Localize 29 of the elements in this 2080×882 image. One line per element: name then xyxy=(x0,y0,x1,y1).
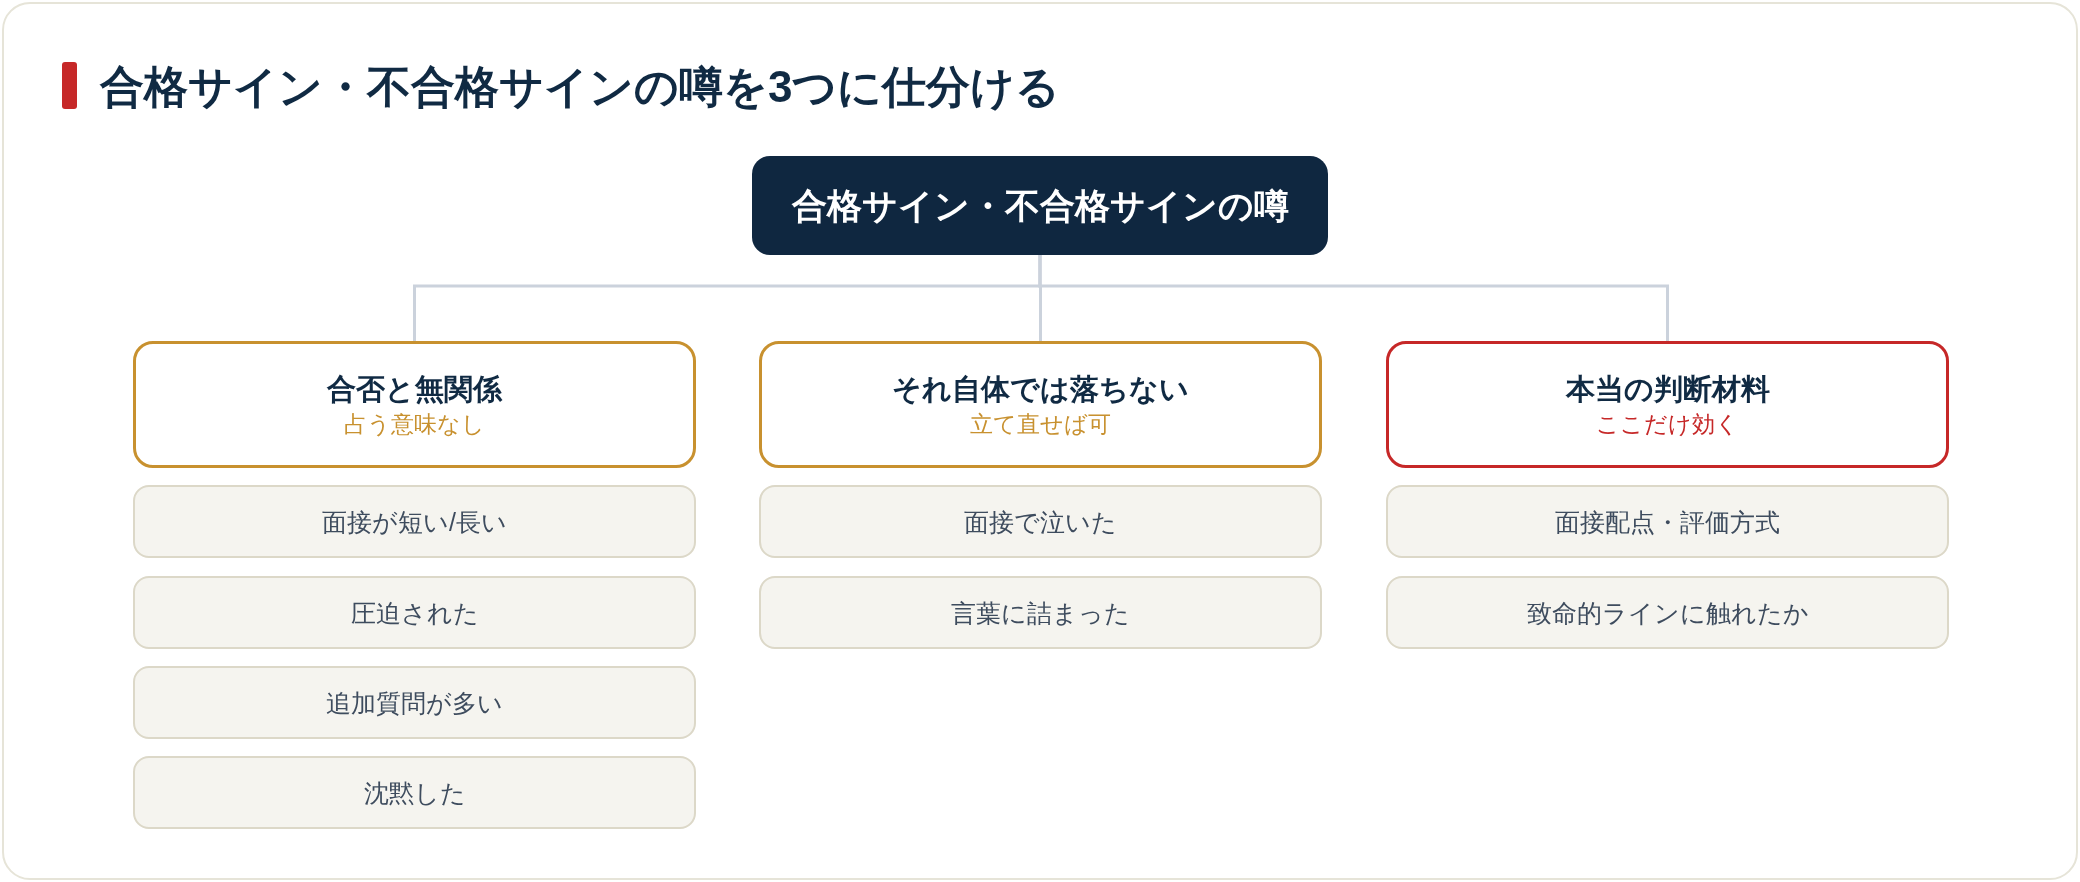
item-card xyxy=(133,756,696,829)
item-text: 沈黙した xyxy=(363,777,466,809)
item-card xyxy=(1386,576,1949,649)
diagram-title: 合格サイン・不合格サインの噂を3つに仕分ける xyxy=(100,61,1061,113)
item-text: 面接配点・評価方式 xyxy=(1555,506,1780,538)
item-text: 面接で泣いた xyxy=(964,506,1117,538)
category-subtitle: 立て直せば可 xyxy=(970,409,1111,439)
category-heading: 合否と無関係 xyxy=(327,371,502,407)
category-heading: それ自体では落ちない xyxy=(892,371,1189,407)
item-card xyxy=(1386,485,1949,558)
item-card xyxy=(133,485,696,558)
item-card xyxy=(133,576,696,649)
item-card xyxy=(759,485,1322,558)
category-box xyxy=(759,341,1322,468)
item-card xyxy=(759,576,1322,649)
item-text: 言葉に詰まった xyxy=(951,597,1130,629)
topic-box xyxy=(752,156,1328,255)
category-box xyxy=(1386,341,1949,468)
category-subtitle: ここだけ効く xyxy=(1596,409,1739,439)
item-text: 面接が短い/長い xyxy=(322,506,507,538)
item-text: 致命的ラインに触れたか xyxy=(1526,597,1809,629)
connector-line xyxy=(1038,255,1669,341)
category-subtitle: 占う意味なし xyxy=(344,409,485,439)
category-heading: 本当の判断材料 xyxy=(1565,371,1770,407)
item-text: 圧迫された xyxy=(350,597,479,629)
topic-title: 合格サイン・不合格サインの噂 xyxy=(791,184,1289,227)
item-card xyxy=(133,666,696,739)
category-box xyxy=(133,341,696,468)
item-text: 追加質問が多い xyxy=(326,687,503,719)
